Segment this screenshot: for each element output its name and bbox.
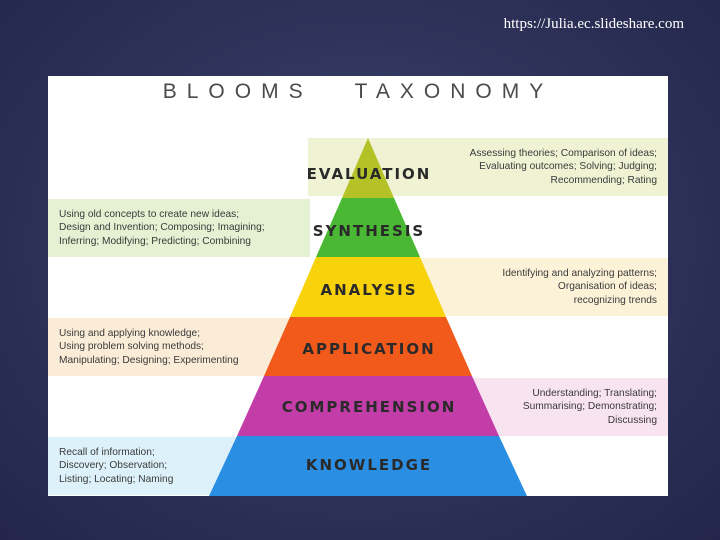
analysis-tier bbox=[290, 257, 446, 317]
description-line: Discussing bbox=[607, 414, 657, 426]
description-line: Assessing theories; Comparison of ideas; bbox=[469, 148, 657, 160]
description-line: Design and Invention; Composing; Imagini… bbox=[59, 222, 265, 234]
blooms-taxonomy-card: BLOOMS TAXONOMY Assessing theories; Comp… bbox=[48, 76, 668, 496]
taxonomy-pyramid: EVALUATION SYNTHESIS ANALYSIS APPLICATIO… bbox=[209, 138, 527, 496]
synthesis-tier bbox=[316, 198, 420, 257]
application-tier bbox=[264, 317, 472, 376]
diagram-title: BLOOMS TAXONOMY bbox=[48, 80, 668, 104]
synthesis-label: SYNTHESIS bbox=[313, 222, 425, 240]
description-line: Understanding; Translating; bbox=[532, 388, 657, 400]
description-line: Using and applying knowledge; bbox=[59, 328, 201, 340]
knowledge-tier bbox=[209, 436, 527, 496]
description-line: recognizing trends bbox=[573, 294, 657, 306]
title-word-blooms: BLOOMS bbox=[162, 80, 313, 103]
evaluation-tier bbox=[342, 138, 394, 198]
source-url[interactable]: https://Julia.ec.slideshare.com bbox=[503, 16, 684, 32]
description-line: Recommending; Rating bbox=[550, 174, 657, 186]
description-line: Summarising; Demonstrating; bbox=[522, 401, 657, 413]
application-description: Using and applying knowledge; Using prob… bbox=[48, 318, 310, 376]
description-line: Recall of information; bbox=[59, 447, 155, 459]
description-line: Manipulating; Designing; Experimenting bbox=[59, 354, 239, 366]
description-line: Evaluating outcomes; Solving; Judging; bbox=[479, 161, 657, 173]
comprehension-label: COMPREHENSION bbox=[282, 398, 457, 416]
description-line: Using old concepts to create new ideas; bbox=[59, 209, 240, 221]
application-label: APPLICATION bbox=[302, 340, 435, 358]
description-line: Listing; Locating; Naming bbox=[59, 473, 174, 485]
description-line: Using problem solving methods; bbox=[59, 341, 204, 353]
description-line: Discovery; Observation; bbox=[59, 460, 168, 472]
evaluation-label: EVALUATION bbox=[307, 165, 432, 183]
knowledge-label: KNOWLEDGE bbox=[306, 456, 432, 474]
description-line: Inferring; Modifying; Predicting; Combin… bbox=[59, 235, 251, 247]
title-word-taxonomy: TAXONOMY bbox=[354, 80, 554, 103]
description-line: Organisation of ideas; bbox=[557, 281, 657, 293]
description-line: Identifying and analyzing patterns; bbox=[502, 268, 657, 280]
analysis-label: ANALYSIS bbox=[320, 281, 417, 299]
synthesis-description: Using old concepts to create new ideas; … bbox=[48, 199, 310, 257]
comprehension-tier bbox=[237, 376, 499, 436]
